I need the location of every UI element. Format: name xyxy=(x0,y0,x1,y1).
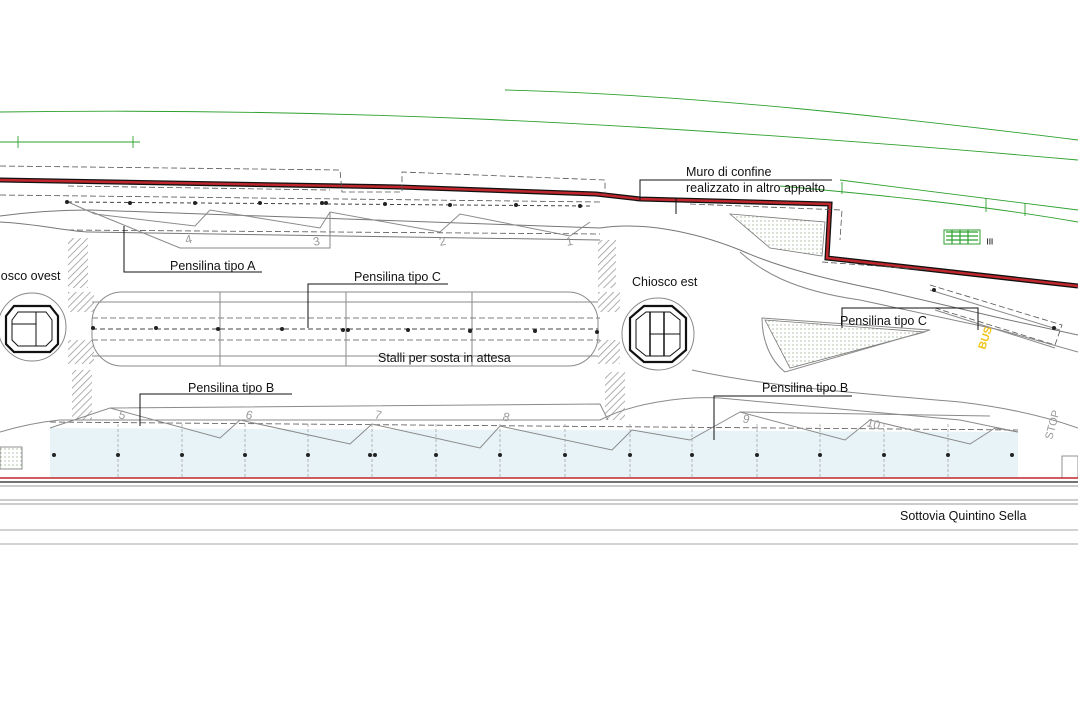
bus-road-marking: BUS xyxy=(976,325,995,351)
bay-number: 7 xyxy=(373,407,383,422)
bus-bay-posts xyxy=(932,288,1056,330)
island-posts xyxy=(91,326,599,334)
bottom-bay-numbers: 5 6 7 8 9 10 xyxy=(117,407,882,432)
kiosk-east xyxy=(621,297,695,371)
shelter-b-right-label: Pensilina tipo B xyxy=(762,381,848,395)
lower-platform xyxy=(0,397,1019,478)
leader-lines xyxy=(123,179,979,440)
kiosk-west xyxy=(0,292,67,362)
bay-number: 5 xyxy=(117,407,127,422)
shelter-a-posts xyxy=(65,200,582,208)
shelter-c-center-label: Pensilina tipo C xyxy=(354,270,441,284)
bay-number: 6 xyxy=(244,407,254,422)
waiting-bays-label: Stalli per sosta in attesa xyxy=(378,351,511,365)
planting-strips xyxy=(728,213,931,373)
top-bay-numbers: 4 3 2 1 xyxy=(184,232,575,249)
roof-outlines xyxy=(0,165,1063,455)
underpass-label: Sottovia Quintino Sella xyxy=(900,509,1027,523)
bay-number: 8 xyxy=(501,409,511,424)
underpass-lines xyxy=(0,477,1078,545)
shelter-b-left-label: Pensilina tipo B xyxy=(188,381,274,395)
bay-number: 4 xyxy=(184,232,194,247)
shelter-type-b xyxy=(49,403,1019,451)
bay-number: 9 xyxy=(741,411,751,426)
labels: Muro di confine realizzato in altro appa… xyxy=(0,165,1063,523)
kiosk-east-label: Chiosco est xyxy=(632,275,698,289)
left-planting xyxy=(0,446,1078,479)
vegetation-lines xyxy=(0,89,1078,223)
lower-grid xyxy=(117,424,949,478)
bay-number: 10 xyxy=(865,415,882,432)
bay-number: 2 xyxy=(438,234,448,249)
shelter-type-a xyxy=(67,201,591,249)
bay-number: 3 xyxy=(312,234,322,249)
shelter-a-label: Pensilina tipo A xyxy=(170,259,256,273)
shelter-b-posts xyxy=(52,453,1014,457)
stop-road-marking: STOP xyxy=(1043,409,1062,441)
svg-text:≡: ≡ xyxy=(983,238,997,245)
shelter-c-right-label: Pensilina tipo C xyxy=(840,314,927,328)
right-roadway xyxy=(691,251,1078,429)
boundary-wall-note: realizzato in altro appalto xyxy=(686,181,825,195)
central-island xyxy=(91,291,599,367)
bay-number: 1 xyxy=(565,234,575,249)
kiosk-west-label: iosco ovest xyxy=(0,269,61,283)
upper-platform xyxy=(0,209,1078,336)
vegetation-patch: ≡ xyxy=(943,229,997,245)
boundary-wall-label: Muro di confine xyxy=(686,165,772,179)
pedestrian-crossings xyxy=(68,238,625,420)
